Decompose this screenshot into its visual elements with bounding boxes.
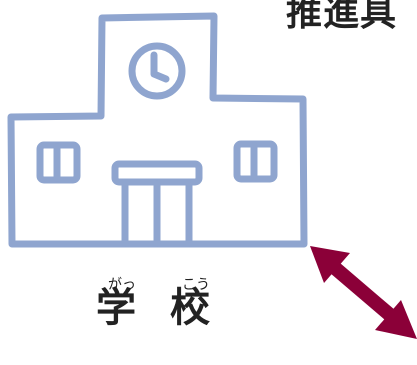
school-label: がっ こう 学 校 [96, 274, 236, 344]
clock-icon [128, 42, 186, 100]
entrance-canopy-shape [111, 160, 203, 186]
school-building-icon [7, 12, 308, 248]
double-arrow-icon [310, 246, 417, 339]
kanji-2: 校 [170, 285, 210, 331]
furigana-1: がっ [108, 277, 136, 293]
furigana-2: こう [182, 277, 210, 293]
page-heading: 推進具 [286, 0, 398, 34]
kanji-1: 学 [96, 285, 136, 331]
